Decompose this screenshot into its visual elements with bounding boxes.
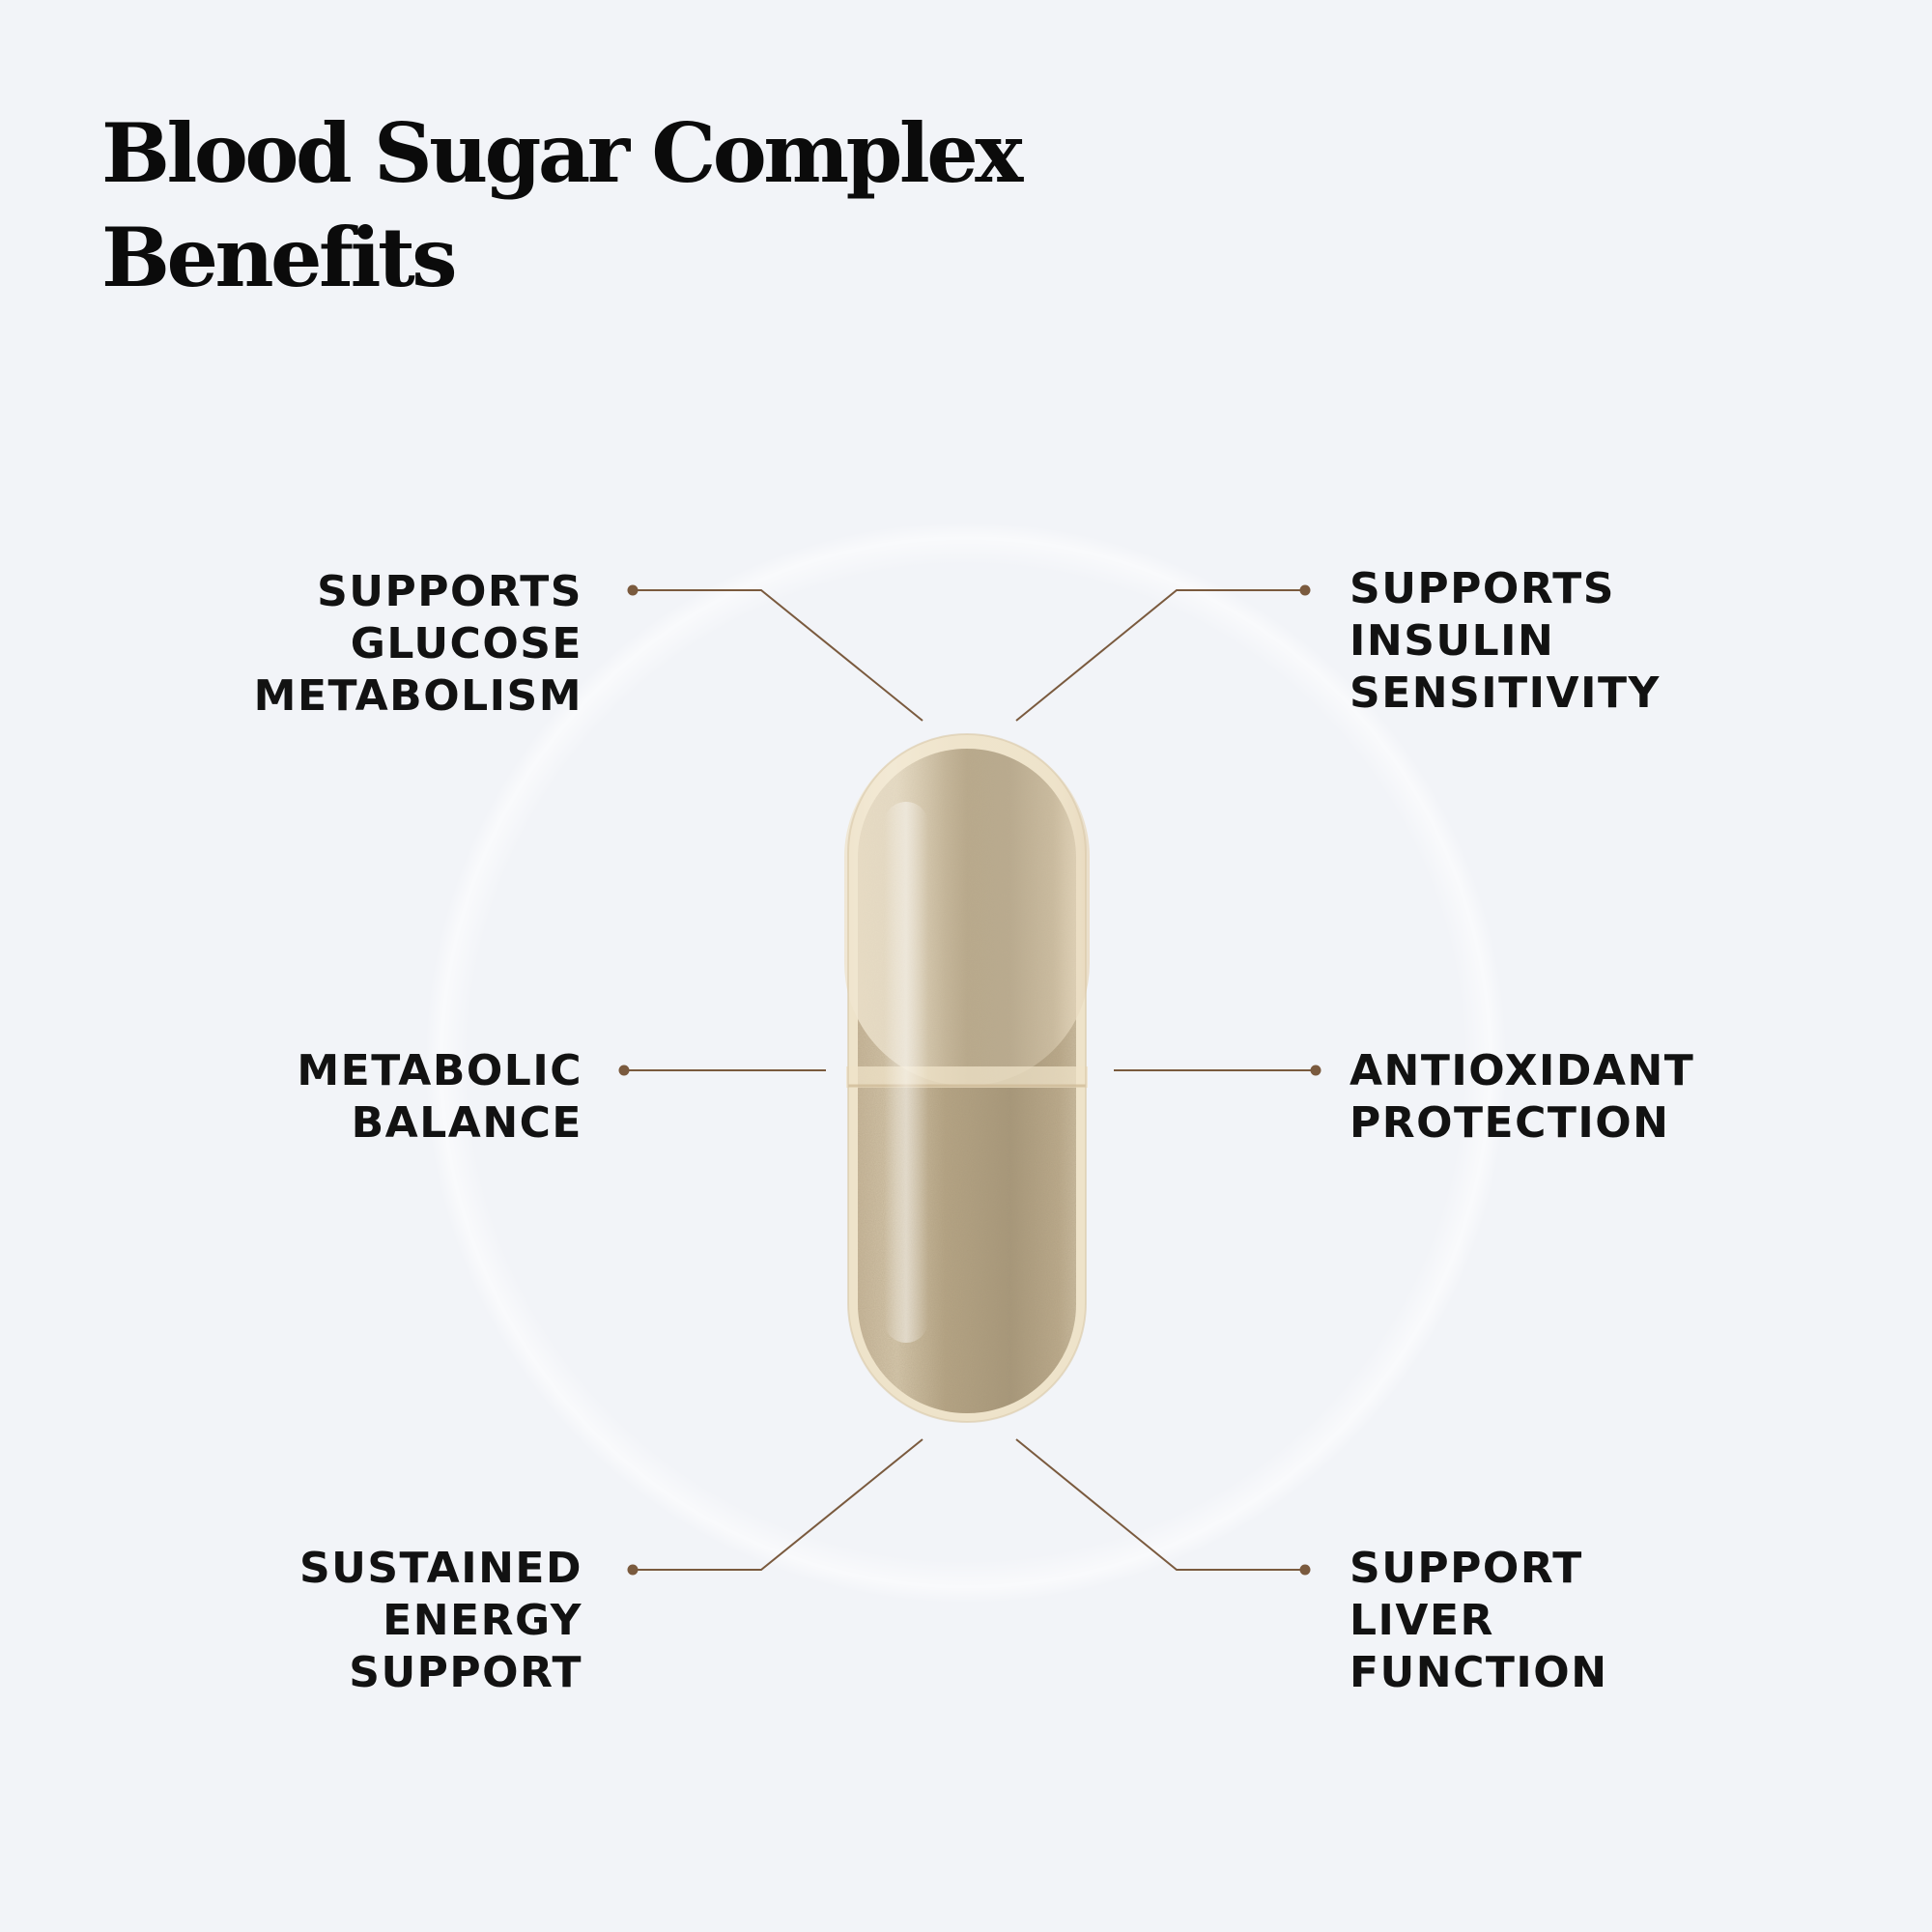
- capsule-outline: [847, 733, 1087, 1423]
- connector-top-left: [633, 589, 923, 722]
- connector-lines: [624, 589, 1316, 1571]
- benefit-line: SUPPORTS: [317, 567, 582, 616]
- connector-dot-bottom-left: [627, 1564, 639, 1576]
- benefit-line: SUSTAINED: [298, 1544, 582, 1593]
- connector-bottom-right: [1015, 1438, 1305, 1571]
- benefit-line: SENSITIVITY: [1350, 668, 1661, 718]
- capsule-cap-shell: [844, 734, 1090, 1086]
- page-title: Blood Sugar Complex Benefits: [101, 101, 1023, 310]
- benefit-line: METABOLISM: [253, 671, 582, 721]
- benefit-line: ENERGY: [383, 1596, 582, 1645]
- connector-dots: [618, 584, 1321, 1576]
- benefit-metabolic-balance: METABOLIC BALANCE: [297, 1045, 582, 1150]
- benefit-line: GLUCOSE: [350, 619, 582, 668]
- connector-dot-top-right: [1299, 584, 1311, 596]
- benefit-line: METABOLIC: [297, 1046, 582, 1095]
- benefit-line: ANTIOXIDANT: [1350, 1046, 1695, 1095]
- benefit-line: SUPPORT: [349, 1648, 582, 1697]
- capsule-shine: [884, 802, 928, 1343]
- benefit-line: LIVER: [1350, 1596, 1494, 1645]
- benefit-sustained-energy: SUSTAINED ENERGY SUPPORT: [299, 1543, 582, 1699]
- benefit-antioxidant-protection: ANTIOXIDANT PROTECTION: [1350, 1045, 1694, 1150]
- benefit-line: FUNCTION: [1350, 1648, 1608, 1697]
- benefit-line: BALANCE: [351, 1098, 582, 1148]
- benefit-line: INSULIN: [1350, 616, 1555, 666]
- page-title-line-1: Blood Sugar Complex: [101, 105, 1023, 201]
- benefit-line: PROTECTION: [1350, 1098, 1670, 1148]
- benefit-line: SUPPORT: [1350, 1544, 1583, 1593]
- page-title-line-2: Benefits: [101, 210, 458, 305]
- capsule: [844, 733, 1090, 1423]
- connector-dot-mid-right: [1310, 1065, 1321, 1076]
- connector-top-right: [1015, 589, 1305, 722]
- benefit-insulin-sensitivity: SUPPORTS INSULIN SENSITIVITY: [1350, 563, 1661, 720]
- connector-dot-mid-left: [618, 1065, 630, 1076]
- connector-dot-bottom-right: [1299, 1564, 1311, 1576]
- connector-bottom-left: [633, 1438, 923, 1571]
- benefit-glucose-metabolism: SUPPORTS GLUCOSE METABOLISM: [254, 566, 582, 723]
- benefit-line: SUPPORTS: [1350, 564, 1615, 613]
- connector-dot-top-left: [627, 584, 639, 596]
- benefit-liver-function: SUPPORT LIVER FUNCTION: [1350, 1543, 1608, 1699]
